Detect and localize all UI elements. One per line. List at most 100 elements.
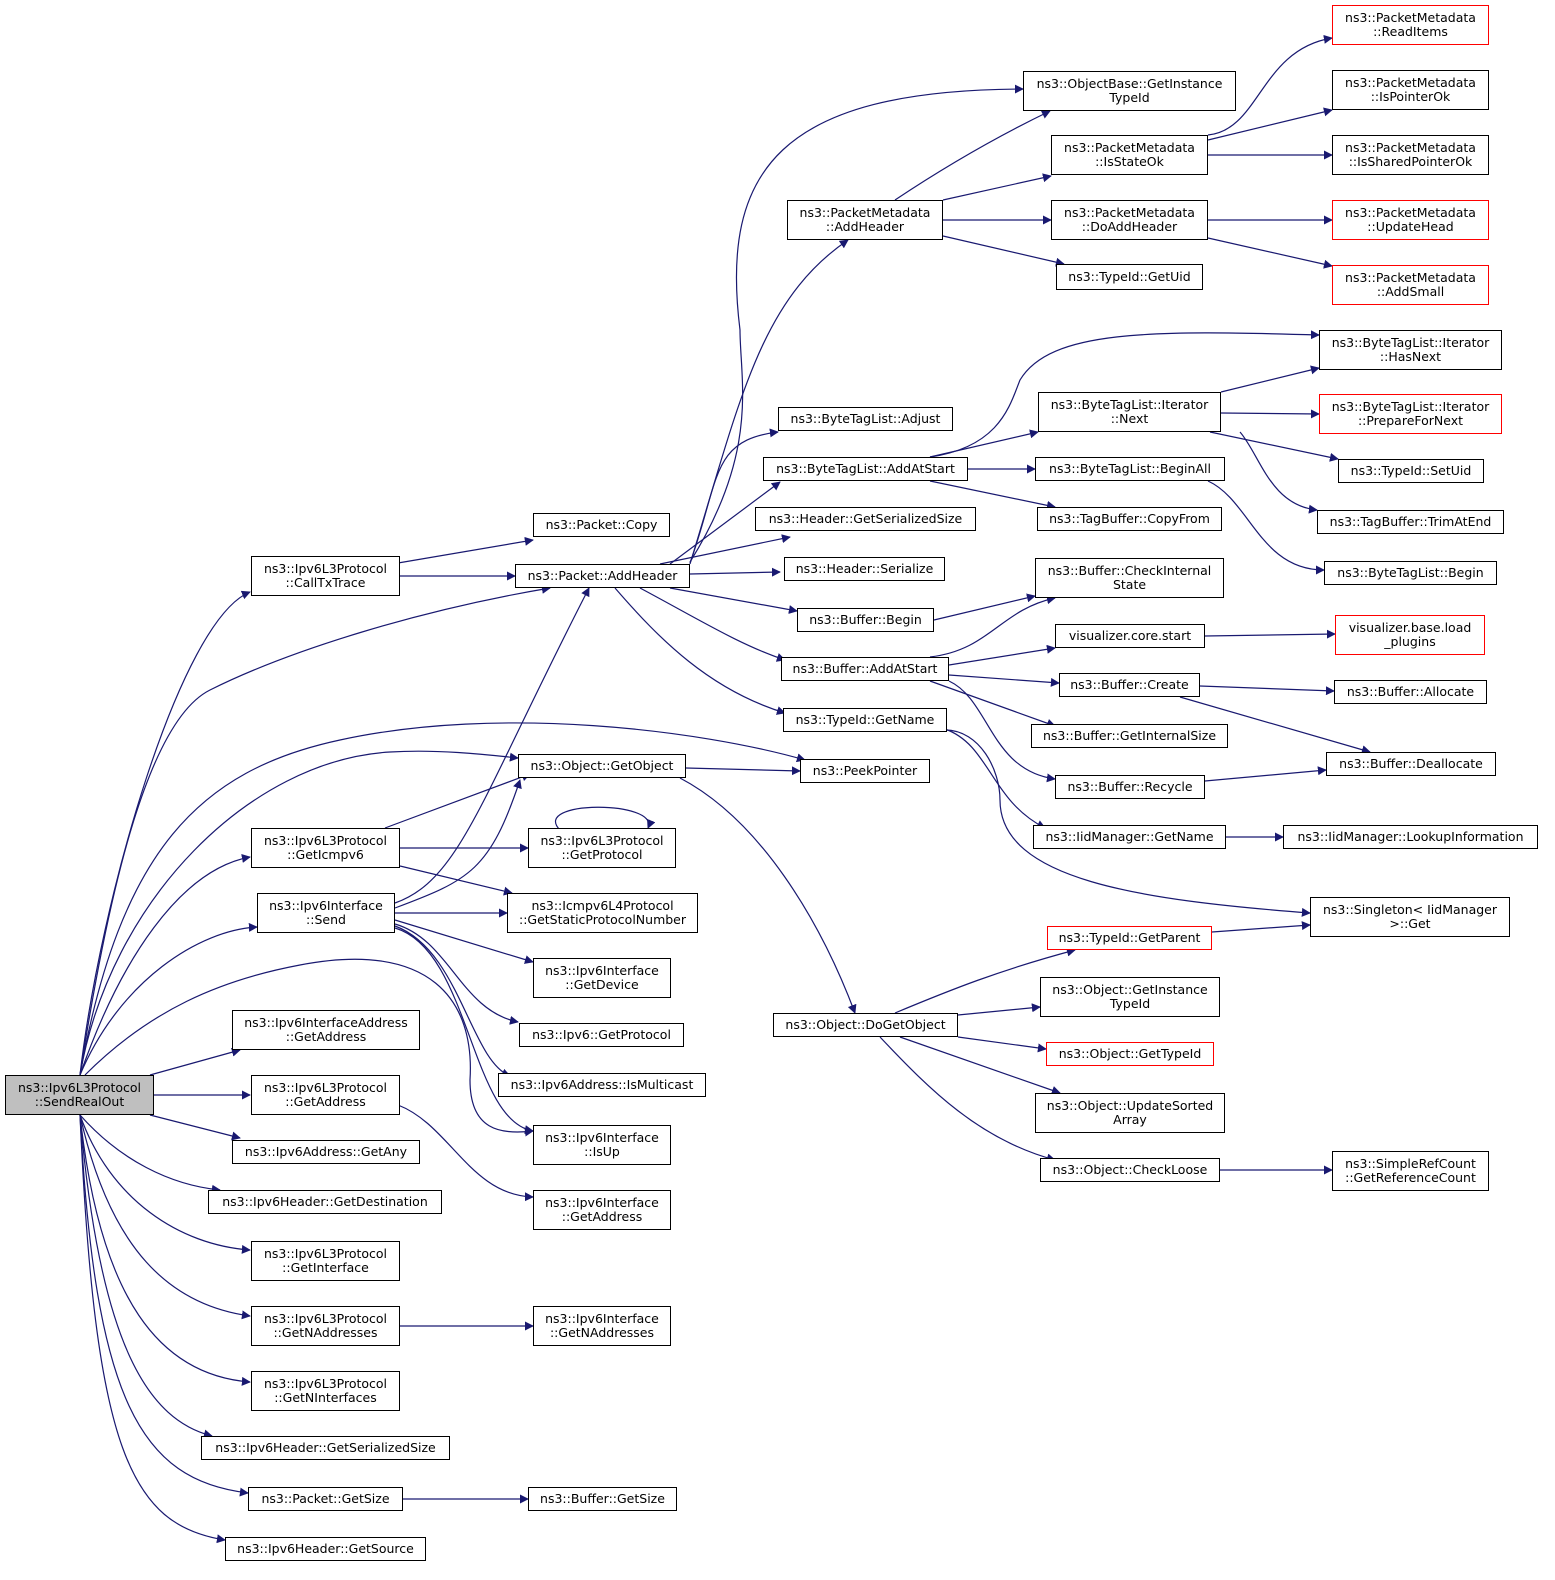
- node-simplerefcount-getreferencecount[interactable]: ns3::SimpleRefCount ::GetReferenceCount: [1332, 1151, 1489, 1191]
- node-objectbase-getinstancetypeid[interactable]: ns3::ObjectBase::GetInstance TypeId: [1023, 71, 1236, 111]
- node-buffer-getsize[interactable]: ns3::Buffer::GetSize: [528, 1487, 677, 1511]
- call-edge-65: [948, 644, 1056, 666]
- node-typeid-getparent[interactable]: ns3::TypeId::GetParent: [1047, 926, 1212, 950]
- node-header-getserializedsize[interactable]: ns3::Header::GetSerializedSize: [755, 507, 976, 531]
- node-bytetaglist-iterator-preparefornext[interactable]: ns3::ByteTagList::Iterator ::PrepareForN…: [1319, 394, 1502, 434]
- node-typeid-getuid[interactable]: ns3::TypeId::GetUid: [1056, 264, 1203, 290]
- node-ipv6address-ismulticast[interactable]: ns3::Ipv6Address::IsMulticast: [498, 1073, 706, 1097]
- node-buffer-checkinternalstate[interactable]: ns3::Buffer::CheckInternal State: [1035, 558, 1224, 598]
- node-ipv6l3protocol-calltxtrace[interactable]: ns3::Ipv6L3Protocol ::CallTxTrace: [251, 556, 400, 596]
- node-packet-getsize[interactable]: ns3::Packet::GetSize: [248, 1487, 403, 1511]
- node-ipv6interface-getaddress[interactable]: ns3::Ipv6Interface ::GetAddress: [533, 1190, 671, 1230]
- node-header-serialize[interactable]: ns3::Header::Serialize: [784, 557, 945, 581]
- node-buffer-begin[interactable]: ns3::Buffer::Begin: [797, 608, 934, 632]
- node-ipv6interface-send[interactable]: ns3::Ipv6Interface ::Send: [257, 893, 395, 933]
- node-ipv6header-getdestination[interactable]: ns3::Ipv6Header::GetDestination: [208, 1190, 442, 1214]
- call-edge-45: [894, 110, 1051, 201]
- node-bytetaglist-beginall[interactable]: ns3::ByteTagList::BeginAll: [1035, 457, 1225, 481]
- node-packet-copy[interactable]: ns3::Packet::Copy: [533, 513, 670, 537]
- node-ipv6interface-getdevice[interactable]: ns3::Ipv6Interface ::GetDevice: [533, 958, 671, 998]
- node-ipv6-getprotocol[interactable]: ns3::Ipv6::GetProtocol: [519, 1023, 684, 1047]
- node-ipv6l3protocol-sendrealout[interactable]: ns3::Ipv6L3Protocol ::SendRealOut: [5, 1075, 154, 1115]
- node-singleton-iidmanager-get[interactable]: ns3::Singleton< IidManager >::Get: [1310, 897, 1510, 937]
- node-typeid-getname[interactable]: ns3::TypeId::GetName: [783, 708, 947, 732]
- node-object-getobject[interactable]: ns3::Object::GetObject: [518, 754, 686, 778]
- call-edge-56: [929, 480, 1056, 510]
- call-edge-60: [1209, 431, 1339, 462]
- node-packetmetadata-updatehead[interactable]: ns3::PacketMetadata ::UpdateHead: [1332, 200, 1489, 240]
- call-edge-20: [659, 534, 791, 565]
- node-icmpv6l4protocol-getstaticprotocolnumber[interactable]: ns3::Icmpv6L4Protocol ::GetStaticProtoco…: [507, 893, 698, 933]
- node-packetmetadata-readitems[interactable]: ns3::PacketMetadata ::ReadItems: [1332, 5, 1489, 45]
- node-ipv6l3protocol-getnaddresses[interactable]: ns3::Ipv6L3Protocol ::GetNAddresses: [251, 1306, 400, 1346]
- call-edge-24: [689, 84, 1024, 563]
- node-packetmetadata-ispointerok[interactable]: ns3::PacketMetadata ::IsPointerOk: [1332, 70, 1489, 110]
- call-edge-80: [899, 1036, 1061, 1095]
- call-edge-46: [942, 173, 1052, 201]
- call-edge-33: [399, 865, 513, 896]
- node-ipv6header-getsource[interactable]: ns3::Ipv6Header::GetSource: [225, 1537, 426, 1561]
- node-ipv6l3protocol-geticmpv6[interactable]: ns3::Ipv6L3Protocol ::GetIcmpv6: [251, 828, 400, 868]
- call-edge-79: [957, 1036, 1047, 1053]
- node-ipv6header-getserializedsize[interactable]: ns3::Ipv6Header::GetSerializedSize: [201, 1436, 450, 1460]
- node-bytetaglist-iterator-next[interactable]: ns3::ByteTagList::Iterator ::Next: [1038, 392, 1221, 432]
- node-iidmanager-lookupinformation[interactable]: ns3::IidManager::LookupInformation: [1283, 825, 1538, 849]
- call-edge-34: [555, 806, 656, 831]
- node-object-checkloose[interactable]: ns3::Object::CheckLoose: [1040, 1158, 1220, 1182]
- call-edge-8: [149, 1047, 241, 1076]
- node-buffer-deallocate[interactable]: ns3::Buffer::Deallocate: [1326, 752, 1496, 776]
- node-visualizer-core-start[interactable]: visualizer.core.start: [1055, 624, 1205, 648]
- node-bytetaglist-begin[interactable]: ns3::ByteTagList::Begin: [1324, 561, 1497, 585]
- call-edge-64: [929, 595, 1056, 658]
- node-ipv6l3protocol-getninterfaces[interactable]: ns3::Ipv6L3Protocol ::GetNInterfaces: [251, 1371, 400, 1411]
- call-edge-14: [79, 1114, 251, 1386]
- node-ipv6address-getany[interactable]: ns3::Ipv6Address::GetAny: [232, 1140, 420, 1164]
- node-packetmetadata-isstateok[interactable]: ns3::PacketMetadata ::IsStateOk: [1051, 135, 1208, 175]
- node-object-dogetobject[interactable]: ns3::Object::DoGetObject: [773, 1013, 958, 1037]
- node-ipv6interface-isup[interactable]: ns3::Ipv6Interface ::IsUp: [533, 1125, 671, 1165]
- node-packetmetadata-addheader[interactable]: ns3::PacketMetadata ::AddHeader: [787, 200, 943, 240]
- call-edge-49: [1207, 34, 1333, 136]
- node-bytetaglist-iterator-hasnext[interactable]: ns3::ByteTagList::Iterator ::HasNext: [1319, 330, 1502, 370]
- node-tagbuffer-trimatend[interactable]: ns3::TagBuffer::TrimAtEnd: [1317, 510, 1504, 534]
- node-ipv6l3protocol-getinterface[interactable]: ns3::Ipv6L3Protocol ::GetInterface: [251, 1241, 400, 1281]
- node-buffer-addatstart[interactable]: ns3::Buffer::AddAtStart: [781, 657, 949, 681]
- node-ipv6interface-getnaddresses[interactable]: ns3::Ipv6Interface ::GetNAddresses: [533, 1306, 671, 1346]
- call-edge-54: [929, 429, 1039, 458]
- call-edge-75: [1211, 921, 1311, 933]
- call-edge-13: [79, 1114, 251, 1320]
- node-ipv6l3protocol-getaddress[interactable]: ns3::Ipv6L3Protocol ::GetAddress: [251, 1075, 400, 1115]
- call-edge-17: [79, 1114, 226, 1544]
- node-ipv6interfaceaddress-getaddress[interactable]: ns3::Ipv6InterfaceAddress ::GetAddress: [232, 1010, 420, 1050]
- node-buffer-allocate[interactable]: ns3::Buffer::Allocate: [1334, 680, 1487, 704]
- node-buffer-recycle[interactable]: ns3::Buffer::Recycle: [1055, 775, 1205, 799]
- node-peekpointer[interactable]: ns3::PeekPointer: [800, 759, 930, 783]
- node-ipv6l3protocol-getprotocol[interactable]: ns3::Ipv6L3Protocol ::GetProtocol: [528, 828, 676, 868]
- node-iidmanager-getname[interactable]: ns3::IidManager::GetName: [1033, 825, 1226, 849]
- node-buffer-getinternalsize[interactable]: ns3::Buffer::GetInternalSize: [1031, 724, 1228, 748]
- call-edge-58: [1220, 365, 1320, 393]
- node-packetmetadata-addsmall[interactable]: ns3::PacketMetadata ::AddSmall: [1332, 265, 1489, 305]
- node-packet-addheader[interactable]: ns3::Packet::AddHeader: [515, 564, 690, 588]
- call-edge-40: [394, 925, 511, 1078]
- node-visualizer-base-load-plugins[interactable]: visualizer.base.load _plugins: [1335, 615, 1485, 655]
- node-tagbuffer-copyfrom[interactable]: ns3::TagBuffer::CopyFrom: [1037, 507, 1222, 531]
- node-object-getinstancetypeid[interactable]: ns3::Object::GetInstance TypeId: [1040, 977, 1220, 1017]
- node-bytetaglist-adjust[interactable]: ns3::ByteTagList::Adjust: [778, 407, 953, 431]
- node-bytetaglist-addatstart[interactable]: ns3::ByteTagList::AddAtStart: [763, 457, 968, 481]
- call-edge-28: [614, 587, 786, 715]
- node-typeid-setuid[interactable]: ns3::TypeId::SetUid: [1338, 459, 1484, 483]
- node-packetmetadata-doaddheader[interactable]: ns3::PacketMetadata ::DoAddHeader: [1051, 200, 1208, 240]
- call-edge-57: [929, 330, 1320, 458]
- call-edge-30: [679, 777, 857, 1014]
- call-edge-23: [689, 239, 849, 565]
- call-edge-35: [394, 779, 522, 909]
- node-object-updatesortedarray[interactable]: ns3::Object::UpdateSorted Array: [1035, 1093, 1225, 1133]
- call-edge-62: [1207, 480, 1325, 575]
- node-packetmetadata-issharedpointerok[interactable]: ns3::PacketMetadata ::IsSharedPointerOk: [1332, 135, 1489, 175]
- call-edge-48: [942, 235, 1065, 267]
- node-buffer-create[interactable]: ns3::Buffer::Create: [1059, 673, 1200, 697]
- node-object-gettypeid[interactable]: ns3::Object::GetTypeId: [1046, 1042, 1214, 1066]
- call-edge-18: [397, 536, 534, 564]
